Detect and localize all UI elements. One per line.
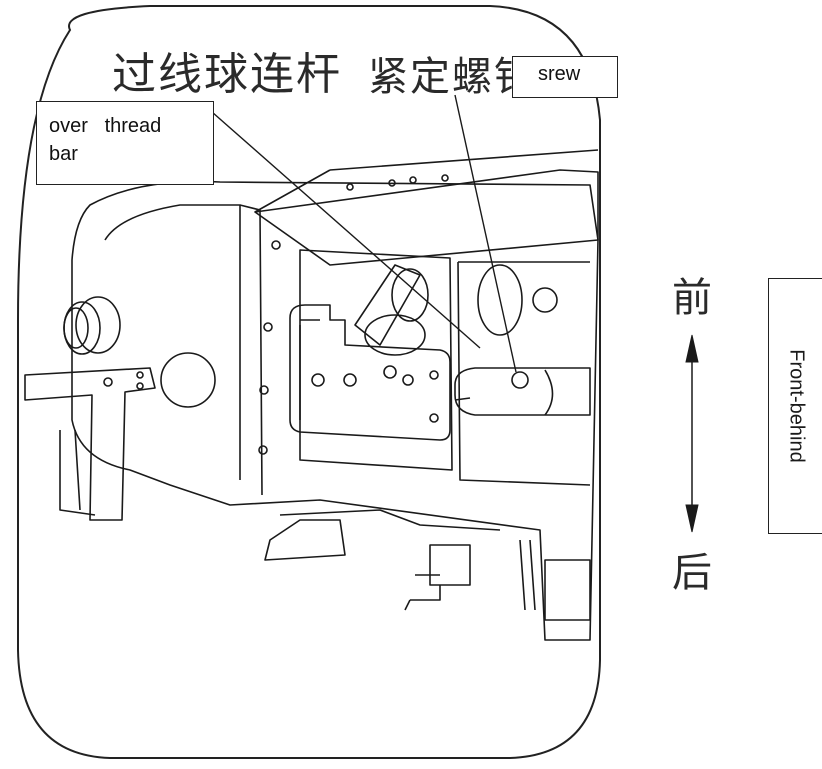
label-en-screw-text: srew bbox=[538, 63, 581, 85]
label-cn-link: 过线球连杆 bbox=[112, 49, 342, 100]
leader-screw bbox=[454, 94, 517, 373]
round-cover bbox=[160, 352, 216, 408]
label-en-link: over thread bar bbox=[36, 101, 214, 185]
top-plate bbox=[254, 169, 599, 266]
label-en-link-line2: bar bbox=[49, 143, 78, 165]
label-en-screw: srew bbox=[512, 56, 618, 98]
main-shaft bbox=[454, 367, 591, 416]
left-knob bbox=[63, 296, 121, 355]
thread-link bbox=[354, 264, 421, 346]
label-cn-screw: 紧定螺钉 bbox=[368, 54, 536, 100]
mounting-bracket bbox=[289, 304, 451, 441]
leader-link bbox=[211, 111, 481, 349]
left-lever bbox=[24, 367, 156, 521]
label-en-link-line1: over thread bbox=[49, 115, 162, 137]
label-cn-front: 前 bbox=[672, 275, 712, 321]
label-cn-back: 后 bbox=[672, 550, 712, 596]
machine-body bbox=[71, 180, 599, 641]
direction-label: Front-behind bbox=[785, 349, 808, 463]
direction-arrow bbox=[685, 334, 699, 533]
rounded-frame bbox=[17, 5, 601, 759]
direction-box: Front-behind bbox=[768, 278, 822, 534]
